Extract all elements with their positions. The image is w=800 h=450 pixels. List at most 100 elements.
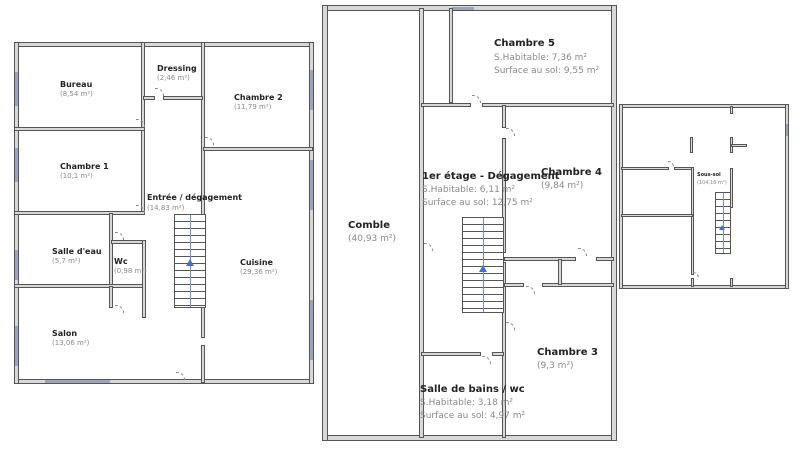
door-swing: [472, 95, 481, 104]
room-label-sous-sol: Sous-sol: [697, 172, 721, 178]
wall: [421, 103, 471, 107]
door-swing: [155, 88, 164, 97]
room-area-chambre-5-habitable: S.Habitable: 7,36 m²: [494, 53, 588, 63]
door-swing: [136, 119, 145, 128]
wall: [690, 137, 693, 153]
wall: [619, 104, 789, 108]
room-label-salle-deau: Salle d'eau: [52, 247, 102, 256]
wall: [322, 5, 328, 441]
door-swing: [176, 372, 185, 381]
door-swing: [115, 232, 124, 241]
wall: [691, 167, 694, 275]
stair-direction-arrow-icon: [186, 259, 194, 266]
room-area-sous-sol: (104,16 m²): [697, 180, 727, 186]
door-swing: [526, 286, 535, 295]
window: [452, 7, 474, 10]
room-area-degagement-habitable: S.Habitable: 6,11 m²: [422, 185, 516, 195]
room-area-cuisine: (29,36 m²): [240, 268, 278, 276]
door-swing: [205, 137, 214, 146]
staircase: [715, 192, 731, 254]
window: [310, 70, 313, 110]
wall: [502, 138, 506, 253]
wall: [143, 96, 155, 100]
window: [786, 124, 788, 136]
room-area-salon: (13,06 m²): [52, 339, 90, 347]
wall: [203, 147, 313, 151]
room-label-chambre-4: Chambre 4: [541, 167, 602, 178]
door-swing: [668, 161, 674, 167]
wall: [730, 278, 733, 287]
window: [15, 326, 18, 366]
wall: [691, 278, 694, 287]
wall: [621, 214, 693, 217]
wall: [109, 286, 113, 308]
wall: [502, 262, 506, 438]
room-area-degagement-sol: Surface au sol: 12,75 m²: [422, 198, 533, 208]
wall: [730, 168, 733, 208]
window: [45, 380, 110, 383]
room-area-comble: (40,93 m²): [348, 234, 397, 244]
wall: [504, 257, 576, 261]
room-label-dressing: Dressing: [157, 64, 197, 73]
stair-direction-arrow-icon: [479, 265, 487, 272]
room-area-chambre-5-sol: Surface au sol: 9,55 m²: [494, 66, 600, 76]
wall: [14, 127, 145, 131]
wall: [542, 283, 614, 287]
wall: [492, 352, 504, 356]
room-area-salle-de-bains-habitable: S.Habitable: 3,18 m²: [420, 398, 514, 408]
wall: [619, 285, 789, 289]
room-label-comble: Comble: [348, 220, 390, 231]
door-swing: [506, 322, 515, 331]
wall: [142, 240, 146, 318]
room-area-chambre-2: (11,79 m²): [234, 103, 272, 111]
window: [15, 250, 18, 280]
room-label-salon: Salon: [52, 329, 78, 338]
wall: [482, 103, 614, 107]
room-label-wc: Wc: [114, 257, 128, 266]
wall: [731, 144, 747, 147]
room-area-salle-de-bains-sol: Surface au sol: 4,97 m²: [420, 411, 526, 421]
wall: [421, 352, 481, 356]
wall: [309, 42, 314, 384]
wall: [785, 104, 789, 289]
room-label-chambre-2: Chambre 2: [234, 93, 283, 102]
upper-floor-plan: Chambre 5 S.Habitable: 7,36 m² Surface a…: [322, 5, 617, 441]
door-swing: [136, 205, 145, 214]
room-label-bureau: Bureau: [60, 80, 93, 89]
wall: [449, 8, 453, 103]
room-label-chambre-5: Chambre 5: [494, 38, 555, 49]
room-area-dressing: (2,46 m²): [157, 74, 190, 82]
room-label-cuisine: Cuisine: [240, 258, 273, 267]
window: [310, 300, 313, 360]
wall: [621, 167, 669, 170]
wall: [163, 96, 203, 100]
wall: [596, 257, 614, 261]
wall: [619, 104, 623, 289]
room-label-degagement: 1er étage - Dégagement: [422, 171, 560, 182]
room-area-entree: (14,83 m²): [147, 204, 185, 212]
stair-direction-arrow-icon: [719, 225, 725, 230]
wall: [611, 5, 617, 441]
wall: [419, 8, 424, 438]
window: [15, 148, 18, 182]
door-swing: [693, 272, 699, 278]
room-label-chambre-3: Chambre 3: [537, 347, 598, 358]
wall: [502, 105, 506, 128]
ground-floor-plan: Bureau (8,54 m²) Dressing (2,46 m²) Cham…: [0, 0, 320, 450]
wall: [558, 259, 562, 285]
room-area-wc: (0,98 m²): [114, 267, 147, 275]
room-label-salle-de-bains: Salle de bains / wc: [420, 384, 525, 395]
room-area-salle-deau: (5,7 m²): [52, 257, 81, 265]
door-swing: [578, 248, 587, 257]
door-swing: [482, 356, 491, 365]
wall: [730, 106, 733, 114]
door-swing: [424, 243, 433, 252]
window: [310, 160, 313, 210]
wall: [504, 283, 524, 287]
door-swing: [506, 128, 515, 137]
room-label-entree: Entrée / dégagement: [147, 193, 242, 202]
window: [15, 72, 18, 106]
wall: [201, 345, 205, 383]
room-area-bureau: (8,54 m²): [60, 90, 93, 98]
